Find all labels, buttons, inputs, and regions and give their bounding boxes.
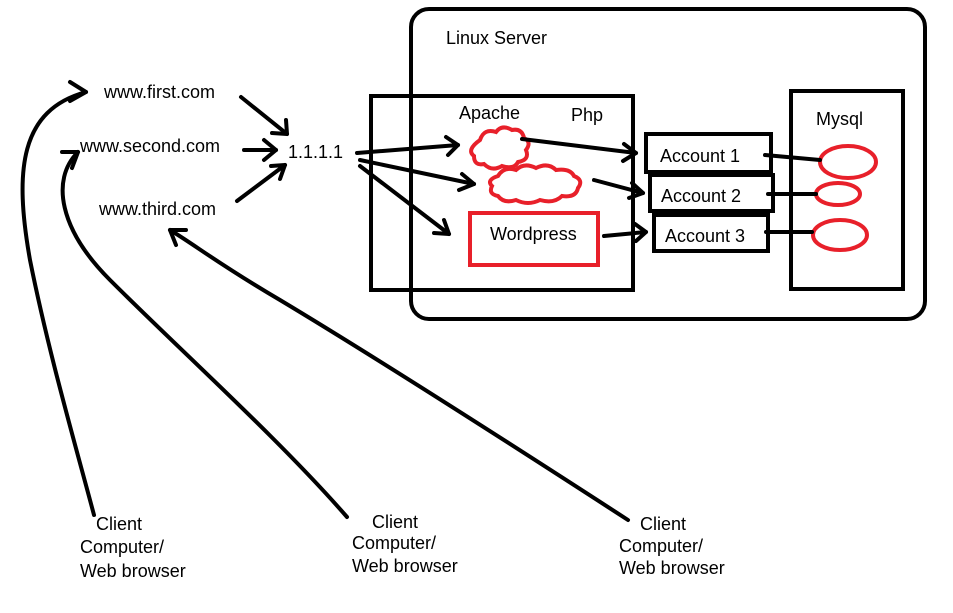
svg-text:Client: Client <box>640 514 686 534</box>
client-3-to-third-arrow <box>168 228 630 522</box>
client-2-label: Client Computer/ Web browser <box>352 512 458 576</box>
database-2 <box>814 181 862 207</box>
site-cloud-2 <box>488 163 583 205</box>
cloud-1-to-account-1-arrow <box>520 137 638 163</box>
wordpress-box <box>468 211 600 267</box>
mysql-box <box>789 89 905 291</box>
svg-text:Client: Client <box>96 514 142 534</box>
svg-text:Computer/: Computer/ <box>352 533 436 553</box>
domain-second: www.second.com <box>79 136 220 156</box>
apache-label: Apache <box>459 103 520 123</box>
mysql-label: Mysql <box>816 109 863 129</box>
cloud-2-to-account-2-arrow <box>592 178 645 200</box>
apache-php-box <box>369 94 635 292</box>
linux-server-title: Linux Server <box>446 28 547 48</box>
svg-text:Web browser: Web browser <box>352 556 458 576</box>
database-3 <box>811 218 869 252</box>
client-2-to-second-arrow <box>60 150 349 519</box>
client-3-label: Client Computer/ Web browser <box>619 514 725 578</box>
domain-first: www.first.com <box>103 82 215 102</box>
domain-first-to-ip-arrow <box>239 95 289 136</box>
account-1-box <box>644 132 773 174</box>
account-1-db-link <box>763 153 822 162</box>
svg-text:Client: Client <box>372 512 418 532</box>
ip-to-cloud-1-arrow <box>355 135 460 157</box>
ip-address: 1.1.1.1 <box>288 142 343 162</box>
php-label: Php <box>571 105 603 125</box>
database-1 <box>818 144 878 180</box>
svg-text:Web browser: Web browser <box>80 561 186 581</box>
account-2-label: Account 2 <box>661 186 741 206</box>
account-1-label: Account 1 <box>660 146 740 166</box>
wordpress-label: Wordpress <box>490 224 577 244</box>
domain-second-to-ip-arrow <box>242 138 278 162</box>
ip-to-wordpress-arrow <box>358 164 451 236</box>
linux-server-box <box>409 7 927 321</box>
site-cloud-1 <box>469 125 531 171</box>
client-1-label: Client Computer/ Web browser <box>80 514 186 581</box>
ip-to-cloud-2-arrow <box>358 158 476 192</box>
client-1-to-first-arrow <box>20 80 96 517</box>
svg-text:Computer/: Computer/ <box>619 536 703 556</box>
account-3-label: Account 3 <box>665 226 745 246</box>
wordpress-to-account-3-arrow <box>602 222 648 243</box>
domain-third-to-ip-arrow <box>235 163 287 203</box>
svg-text:Computer/: Computer/ <box>80 537 164 557</box>
domain-third: www.third.com <box>98 199 216 219</box>
svg-text:Web browser: Web browser <box>619 558 725 578</box>
